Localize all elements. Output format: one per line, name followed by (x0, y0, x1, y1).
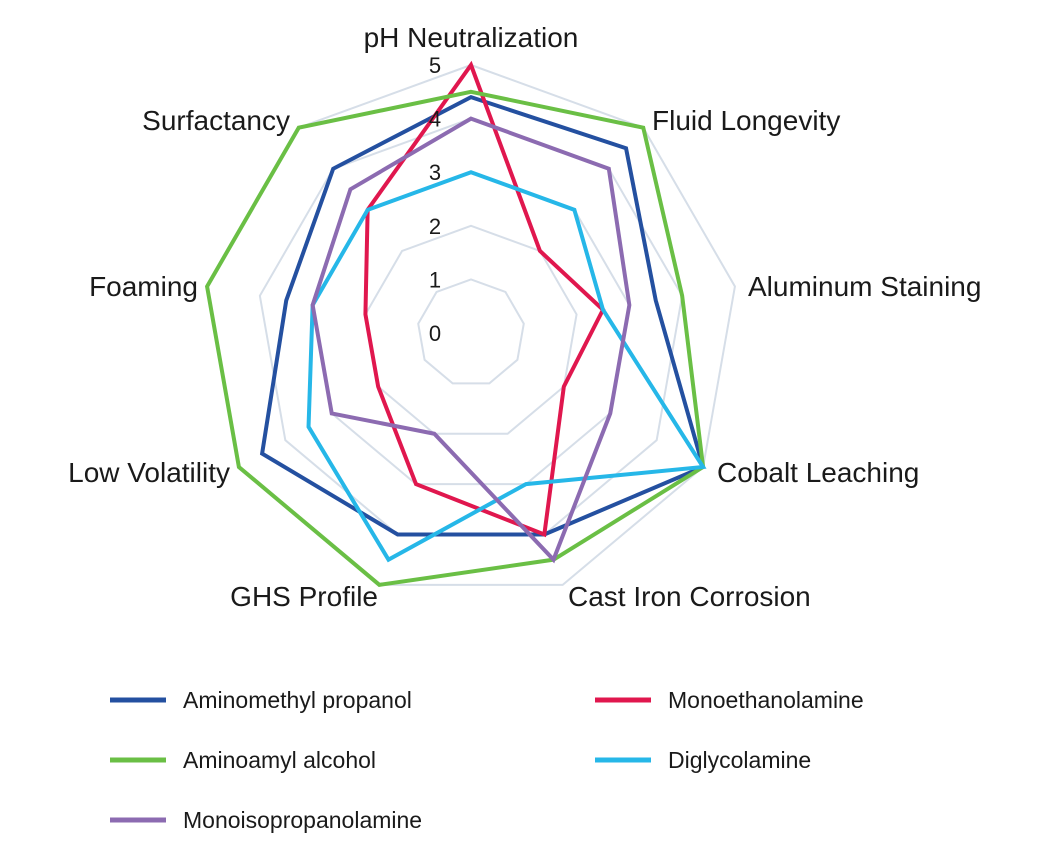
tick-label-1: 1 (429, 267, 441, 292)
axis-label: Surfactancy (142, 105, 290, 136)
legend-item: Monoethanolamine (595, 687, 864, 713)
grid-ring-1 (417, 278, 525, 385)
legend-item: Aminoamyl alcohol (110, 747, 376, 773)
series-group (204, 60, 707, 587)
tick-label-4: 4 (429, 107, 441, 132)
axis-label: Cast Iron Corrosion (568, 581, 811, 612)
series-line-3 (306, 170, 707, 563)
axis-label: Fluid Longevity (652, 105, 840, 136)
axis-label: Foaming (89, 271, 198, 302)
legend-item: Aminomethyl propanol (110, 687, 412, 713)
legend-label: Monoisopropanolamine (183, 807, 422, 833)
legend-item: Monoisopropanolamine (110, 807, 422, 833)
axis-label: Low Volatility (68, 457, 230, 488)
axis-label: Aluminum Staining (748, 271, 981, 302)
legend-label: Aminoamyl alcohol (183, 747, 376, 773)
legend-label: Diglycolamine (668, 747, 811, 773)
series-line-2 (204, 89, 706, 587)
tick-labels: 0 1 2 3 4 5 (429, 53, 441, 346)
tick-label-5: 5 (429, 53, 441, 78)
axis-label: pH Neutralization (364, 22, 579, 53)
tick-label-3: 3 (429, 160, 441, 185)
legend-item: Diglycolamine (595, 747, 811, 773)
axis-label: Cobalt Leaching (717, 457, 919, 488)
legend: Aminomethyl propanol MonoethanolamineAmin… (110, 687, 864, 833)
legend-label: Aminomethyl propanol (183, 687, 412, 713)
series-line-4 (310, 116, 632, 564)
legend-label: Monoethanolamine (668, 687, 864, 713)
series-line-0 (259, 94, 706, 537)
axis-label: GHS Profile (230, 581, 378, 612)
grid-ring-2 (364, 224, 578, 435)
tick-label-2: 2 (429, 214, 441, 239)
tick-label-0: 0 (429, 321, 441, 346)
